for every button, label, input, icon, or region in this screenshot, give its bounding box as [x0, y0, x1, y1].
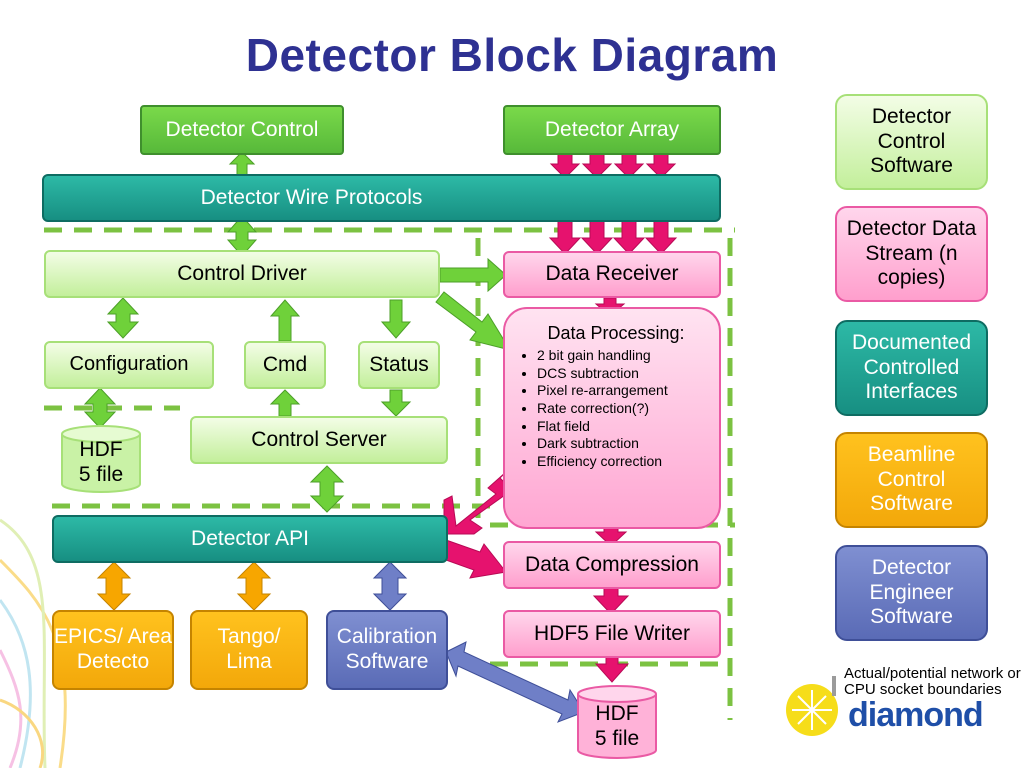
detector-wire-protocols-box: Detector Wire Protocols: [42, 174, 721, 222]
processing-item: 2 bit gain handling: [537, 347, 711, 365]
hdf5-file-bottom: HDF 5 file: [576, 684, 658, 760]
control-driver-box: Control Driver: [44, 250, 440, 298]
legend-control-software: Detector Control Software: [835, 94, 988, 190]
data-processing-title: Data Processing:: [547, 323, 685, 343]
hdf5-file-writer-box: HDF5 File Writer: [503, 610, 721, 658]
hdf5-cylinder-bottom-icon: [577, 685, 657, 759]
legend-data-stream: Detector Data Stream (n copies): [835, 206, 988, 302]
data-compression-box: Data Compression: [503, 541, 721, 589]
legend-beamline-software: Beamline Control Software: [835, 432, 988, 528]
detector-control-box: Detector Control: [140, 105, 344, 155]
page-title: Detector Block Diagram: [245, 29, 779, 81]
socket-boundaries: [44, 227, 735, 720]
processing-item: DCS subtraction: [537, 365, 711, 383]
hdf5-file-left-label: HDF 5 file: [78, 438, 124, 486]
detector-array-box: Detector Array: [503, 105, 721, 155]
detector-api-box: Detector API: [52, 515, 448, 563]
epics-area-detector-box: EPICS/ Area Detecto: [52, 610, 174, 690]
legend-controlled-interfaces: Documented Controlled Interfaces: [835, 320, 988, 416]
control-server-box: Control Server: [190, 416, 448, 464]
data-stream-arrows: [443, 153, 678, 683]
hdf5-cylinder-left-icon: [61, 425, 141, 493]
diamond-logo-text: diamond: [848, 696, 984, 734]
cmd-box: Cmd: [244, 341, 326, 389]
data-receiver-box: Data Receiver: [503, 251, 721, 298]
decorative-swirl: [0, 518, 67, 768]
processing-item: Efficiency correction: [537, 453, 711, 471]
status-box: Status: [358, 341, 440, 389]
processing-item: Dark subtraction: [537, 435, 711, 453]
hdf5-file-left: HDF 5 file: [60, 424, 142, 494]
data-processing-box: Data Processing: 2 bit gain handling DCS…: [503, 307, 721, 529]
processing-item: Rate correction(?): [537, 400, 711, 418]
configuration-box: Configuration: [44, 341, 214, 389]
hdf5-file-bottom-label: HDF 5 file: [594, 702, 640, 750]
calibration-software-box: Calibration Software: [326, 610, 448, 690]
boundary-note: Actual/potential network or CPU socket b…: [844, 665, 1021, 698]
processing-item: Pixel re-arrangement: [537, 382, 711, 400]
diamond-logo: [786, 676, 838, 736]
data-processing-list: 2 bit gain handling DCS subtraction Pixe…: [521, 347, 711, 470]
api-arrows: [96, 561, 585, 723]
tango-lima-box: Tango/ Lima: [190, 610, 308, 690]
processing-item: Flat field: [537, 418, 711, 436]
legend-engineer-software: Detector Engineer Software: [835, 545, 988, 641]
